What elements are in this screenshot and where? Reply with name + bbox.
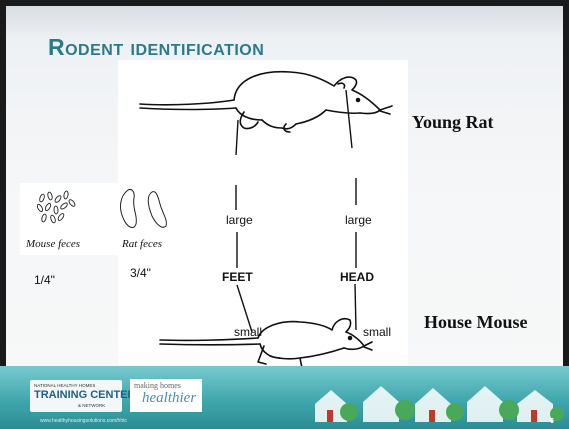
head-label: HEAD xyxy=(340,270,374,284)
logo1-line3: & NETWORK xyxy=(78,403,105,408)
young-rat-illustration xyxy=(140,72,392,132)
houses-illustration xyxy=(305,374,565,426)
logo1-line1: NATIONAL HEALTHY HOMES xyxy=(34,383,95,388)
training-center-logo: NATIONAL HEALTHY HOMES TRAINING CENTER &… xyxy=(30,380,122,412)
mouse-feces-size: 1/4" xyxy=(34,273,55,287)
head-large-label: large xyxy=(345,213,372,227)
young-rat-label: Young Rat xyxy=(412,112,494,133)
logo1-line2: TRAINING CENTER xyxy=(34,389,135,401)
feet-label: FEET xyxy=(222,270,253,284)
head-small-label: small xyxy=(363,325,391,339)
footer-url: www.healthyhousingsolutions.com/hhtc xyxy=(40,418,127,424)
logo2-line1: making homes xyxy=(134,381,181,390)
house-mouse-label: House Mouse xyxy=(424,312,528,333)
logo2-line2: healthier xyxy=(142,390,196,407)
rat-feces-size: 3/4" xyxy=(130,266,151,280)
mouse-feces-illustration xyxy=(36,191,76,224)
footer-banner: NATIONAL HEALTHY HOMES TRAINING CENTER &… xyxy=(0,366,569,429)
mouse-feces-caption: Mouse feces xyxy=(26,238,80,250)
rat-feces-illustration xyxy=(121,189,167,227)
healthier-logo: making homes healthier xyxy=(130,379,202,412)
rat-feces-caption: Rat feces xyxy=(122,238,162,250)
feet-large-label: large xyxy=(226,213,253,227)
page-number: 6 xyxy=(550,418,554,425)
house-mouse-illustration xyxy=(160,319,372,368)
feet-small-label: small xyxy=(234,325,262,339)
